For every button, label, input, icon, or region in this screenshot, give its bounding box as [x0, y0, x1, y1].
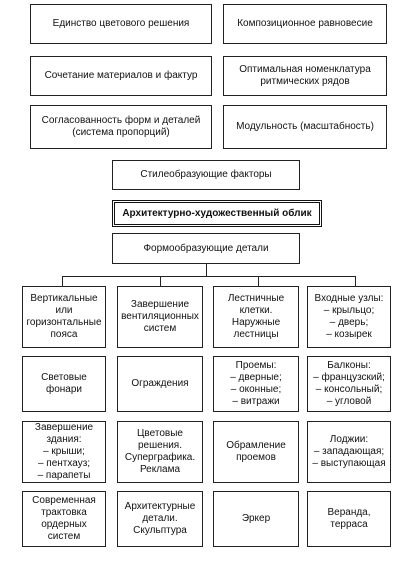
box-text: Веранда, терраса	[327, 507, 371, 530]
col4-veranda: Веранда, терраса	[307, 491, 391, 547]
box-color-unity: Единство цветового решения	[30, 4, 212, 44]
box-text: – французский;	[313, 372, 385, 383]
box-text: – угловой	[326, 396, 372, 407]
bus-line	[62, 276, 355, 278]
box-text: здания:	[46, 434, 82, 445]
box-text: – консольный;	[315, 384, 383, 395]
box-text: Суперграфика.	[124, 452, 196, 463]
box-text: – дверные;	[230, 372, 282, 383]
box-text: Формообразующие детали	[143, 242, 269, 254]
col4-drop	[355, 276, 357, 286]
box-text: Цветовые	[137, 428, 183, 439]
col3-drop	[258, 276, 260, 286]
box-text: Лестничные	[227, 293, 285, 304]
box-text: Эркер	[241, 513, 271, 524]
col3-bay-window: Эркер	[213, 491, 299, 547]
box-text: – крыльцо;	[323, 305, 375, 316]
box-text: Оптимальная номенклатура	[239, 64, 371, 75]
box-text: решения.	[137, 440, 182, 451]
col1-roof-completion: Завершение здания: – крыши; – пентхауз; …	[22, 421, 106, 483]
col2-color-supergraphics: Цветовые решения. Суперграфика. Реклама	[117, 421, 203, 483]
box-text: – крыши;	[43, 446, 85, 457]
col3-stairwells: Лестничные клетки. Наружные лестницы	[213, 286, 299, 348]
box-text: – витражи	[232, 396, 280, 407]
box-text: – парапеты	[37, 470, 91, 481]
col3-opening-frames: Обрамление проемов	[213, 421, 299, 483]
box-text: – дверь;	[329, 317, 369, 328]
col4-balconies: Балконы: – французский; – консольный; – …	[307, 356, 391, 412]
box-composition-balance: Композиционное равновесие	[223, 4, 387, 44]
box-text: Наружные	[231, 317, 281, 328]
box-text: Архитектурно-художественный облик	[122, 207, 312, 219]
box-text: пояса	[50, 329, 78, 340]
box-text: Проемы:	[235, 360, 277, 371]
box-text: клетки.	[239, 305, 273, 316]
box-text: Входные узлы:	[314, 293, 384, 304]
box-text: Стилеобразующие факторы	[140, 169, 272, 180]
box-text: трактовка	[41, 507, 87, 518]
box-text: Лоджии:	[329, 434, 369, 445]
box-text: – западающая;	[313, 446, 385, 457]
box-form-details: Формообразующие детали	[112, 233, 300, 264]
col4-loggias: Лоджии: – западающая; – выступающая	[307, 421, 391, 483]
col2-arch-details: Архитектурные детали. Скульптура	[117, 491, 203, 547]
box-text: ордерных систем	[41, 519, 87, 542]
box-text: – пентхауз;	[37, 458, 91, 469]
box-style-factors: Стилеобразующие факторы	[112, 160, 300, 190]
box-text: Реклама	[139, 464, 181, 475]
box-text: Скульптура	[133, 525, 187, 536]
box-text: – оконные;	[230, 384, 282, 395]
box-text: Вертикальные или	[30, 293, 98, 316]
box-text: проемов	[236, 452, 276, 463]
box-text: – козырек	[326, 329, 372, 340]
box-text: Световые фонари	[41, 372, 87, 395]
box-materials: Сочетание материалов и фактур	[30, 56, 212, 96]
col4-entrance-nodes: Входные узлы: – крыльцо; – дверь; – козы…	[307, 286, 391, 348]
box-text: ритмических рядов	[260, 76, 350, 87]
box-text: вентиляционных	[121, 311, 199, 322]
col1-belts: Вертикальные или горизонтальные пояса	[22, 286, 106, 348]
box-text: систем	[143, 323, 177, 334]
box-text: Композиционное равновесие	[237, 18, 373, 29]
col2-ventilation: Завершение вентиляционных систем	[117, 286, 203, 348]
box-modularity: Модульность (масштабность)	[223, 105, 387, 149]
box-text: Согласованность форм и деталей	[41, 115, 201, 126]
box-text: Обрамление	[226, 440, 286, 451]
col1-order-systems: Современная трактовка ордерных систем	[22, 491, 106, 547]
col3-openings: Проемы: – дверные; – оконные; – витражи	[213, 356, 299, 412]
col2-drop	[160, 276, 162, 286]
box-text: Сочетание материалов и фактур	[44, 70, 198, 81]
box-text: горизонтальные	[26, 317, 102, 328]
box-text: Современная	[32, 495, 96, 506]
box-proportions: Согласованность форм и деталей (система …	[30, 105, 212, 149]
box-text: (система пропорций)	[72, 127, 170, 138]
col1-drop	[62, 276, 64, 286]
box-text: Архитектурные	[124, 501, 196, 512]
bus-drop	[206, 264, 208, 276]
col1-skylights: Световые фонари	[22, 356, 106, 412]
box-text: Завершение	[34, 422, 94, 433]
box-text: Модульность (масштабность)	[236, 121, 374, 132]
box-text: лестницы	[233, 329, 279, 340]
box-text: Единство цветового решения	[52, 18, 190, 29]
box-rhythm-nomenclature: Оптимальная номенклатура ритмических ряд…	[223, 56, 387, 96]
box-architectural-look: Архитектурно-художественный облик	[112, 200, 322, 227]
box-text: Ограждения	[131, 378, 189, 389]
box-text: Завершение	[130, 299, 190, 310]
col2-fences: Ограждения	[117, 356, 203, 412]
box-text: детали.	[142, 513, 178, 524]
box-text: – выступающая	[312, 458, 386, 469]
box-text: Балконы:	[327, 360, 371, 371]
